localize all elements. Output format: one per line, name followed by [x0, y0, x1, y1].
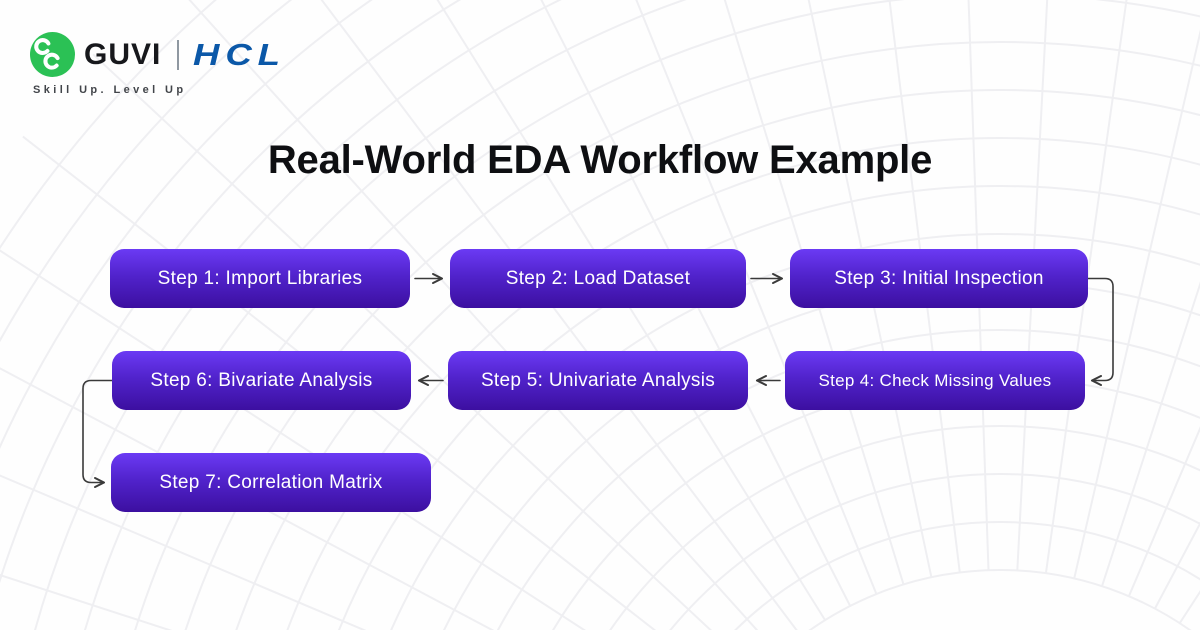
step-label-3: Step 3: Initial Inspection [834, 267, 1044, 289]
brand-tagline: Skill Up. Level Up [33, 84, 187, 96]
brand-logo: GUVI HCL Skill Up. Level Up [30, 32, 280, 96]
guvi-wordmark: GUVI [84, 37, 162, 71]
connector-6-7 [82, 379, 113, 489]
step-label-2: Step 2: Load Dataset [505, 267, 691, 289]
brand-divider [177, 39, 180, 70]
step-box-1: Step 1: Import Libraries [110, 249, 410, 308]
step-label-7: Step 7: Correlation Matrix [159, 471, 383, 493]
step-label-4: Step 4: Check Missing Values [818, 370, 1052, 390]
step-label-6: Step 6: Bivariate Analysis [150, 369, 373, 391]
step-label-5: Step 5: Univariate Analysis [480, 369, 716, 391]
step-box-5: Step 5: Univariate Analysis [448, 351, 748, 410]
infographic-title: Real-World EDA Workflow Example [267, 138, 933, 182]
step-label-1: Step 1: Import Libraries [157, 267, 363, 289]
hcl-wordmark: HCL [193, 36, 287, 72]
guvi-logo-icon [30, 32, 75, 77]
step-box-3: Step 3: Initial Inspection [790, 249, 1088, 308]
step-box-7: Step 7: Correlation Matrix [111, 453, 431, 512]
connector-3-4 [1087, 277, 1114, 387]
step-box-6: Step 6: Bivariate Analysis [112, 351, 411, 410]
step-box-2: Step 2: Load Dataset [450, 249, 746, 308]
step-box-4: Step 4: Check Missing Values [785, 351, 1085, 410]
